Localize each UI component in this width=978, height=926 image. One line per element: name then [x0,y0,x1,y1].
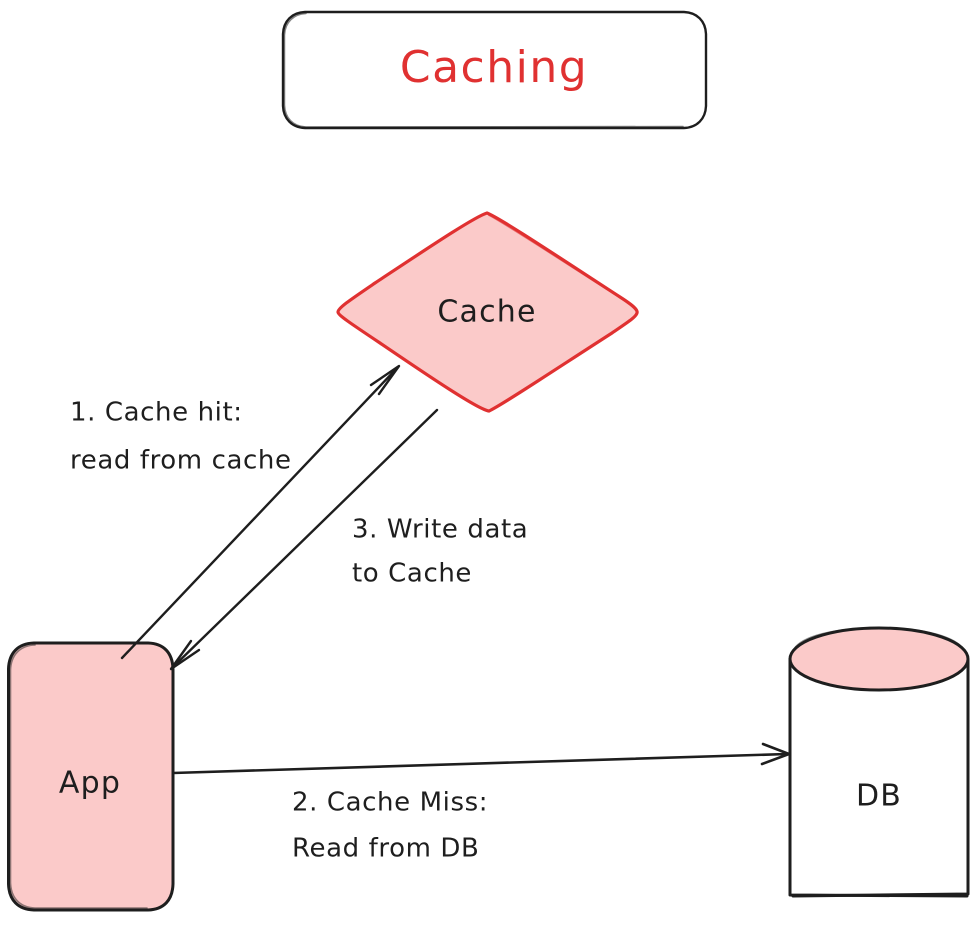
edge-cache-to-app-line [170,408,439,670]
db-body-fill [790,659,968,896]
app-label: App [59,766,121,801]
edge-label-1-line-1: 1. Cache hit: [70,398,243,428]
edge-label-1-line-2: read from cache [70,446,292,476]
title-box[interactable]: Caching [281,10,708,130]
edge-label-2-line-1: 2. Cache Miss: [292,788,488,818]
app-box-sketch-stroke [9,644,148,909]
edge-app-to-cache[interactable] [120,364,401,660]
edge-app-to-cache-line [120,365,400,660]
edge-label-3-line-1: 3. Write data [352,515,528,545]
edge-cache-to-app[interactable] [169,408,439,671]
node-app[interactable]: App [7,641,175,912]
edge-label-cache-to-app: 3. Write data to Cache [352,515,528,589]
db-label: DB [856,779,902,814]
node-cache[interactable]: Cache [336,211,639,413]
edge-app-to-db-line [171,752,789,775]
title-box-sketch-stroke [283,12,684,128]
edge-app-to-cache-arrowhead [369,364,401,396]
app-box-shape [7,641,175,912]
title-label: Caching [400,42,588,93]
cache-label: Cache [437,295,536,330]
node-db[interactable]: DB [788,626,970,898]
db-top-ellipse [788,626,970,692]
cache-diamond-sketch-stroke [488,214,638,315]
edge-cache-to-app-arrowhead [169,639,201,671]
title-box-outline [281,10,708,130]
edge-label-app-to-db: 2. Cache Miss: Read from DB [292,788,488,864]
db-top-sketch-stroke [792,627,966,653]
db-body-right-stroke [791,658,970,898]
edge-label-app-to-cache: 1. Cache hit: read from cache [70,398,292,476]
edge-label-2-line-2: Read from DB [292,834,479,864]
edge-app-to-db[interactable] [171,742,791,775]
edge-app-to-db-arrowhead [760,742,791,766]
edge-label-3-line-2: to Cache [352,559,472,589]
